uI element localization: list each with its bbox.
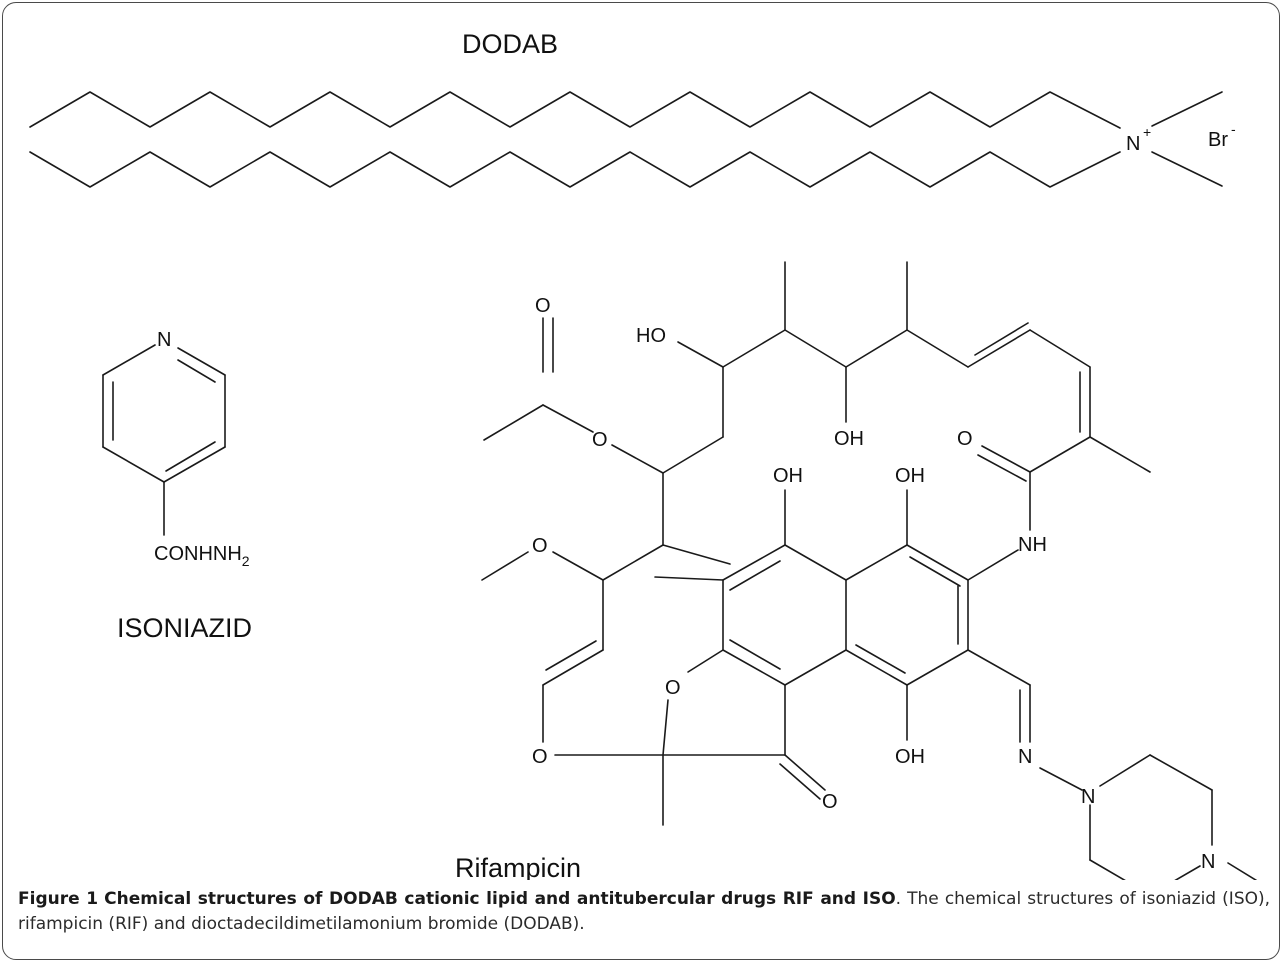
atom-n-imine: N xyxy=(1018,746,1032,768)
isoniazid-ring-nitrogen: N xyxy=(157,329,171,351)
atom-oh-naph-1: OH xyxy=(773,465,803,487)
caption-title: Chemical structures of DODAB cationic li… xyxy=(104,889,896,909)
atom-o-ester: O xyxy=(592,429,608,451)
isoniazid-structure: N CONHNH2 ISONIAZID xyxy=(102,329,252,643)
chemical-structures-diagram: DODAB N + Br - N CONHNH2 ISONIAZID xyxy=(29,29,1258,880)
isoniazid-substituent: CONHNH2 xyxy=(154,543,250,569)
atom-oh-mid: OH xyxy=(834,428,864,450)
caption-text: . The chemical structures of isoniazid (… xyxy=(18,889,1271,934)
dodab-chain-lower xyxy=(29,151,1121,188)
atom-o-carbonyl-top: O xyxy=(535,295,551,317)
isoniazid-name: ISONIAZID xyxy=(117,613,252,643)
figure-caption: Figure 1 Chemical structures of DODAB ca… xyxy=(18,887,1270,937)
atom-o-ketone: O xyxy=(822,791,838,813)
atom-oh-naph-2: OH xyxy=(895,465,925,487)
atom-o-furan: O xyxy=(665,677,681,699)
atom-n-piperazine-1: N xyxy=(1081,786,1095,808)
atom-oh-bottom: OH xyxy=(895,746,925,768)
atom-ho-top: HO xyxy=(636,325,666,347)
atom-o-methoxy: O xyxy=(532,535,548,557)
atom-nh: NH xyxy=(1018,534,1047,556)
rifampicin-name: Rifampicin xyxy=(455,853,581,880)
rifampicin-structure: O O HO OH O NH OH OH O O O OH O N N N Ri… xyxy=(455,261,1258,880)
dodab-methyl-1 xyxy=(1151,91,1223,127)
atom-o-amide: O xyxy=(957,428,973,450)
dodab-nitrogen-charge: + xyxy=(1143,124,1151,140)
atom-n-piperazine-2: N xyxy=(1201,851,1215,873)
dodab-chain-upper xyxy=(29,91,1121,129)
atom-o-ring: O xyxy=(532,746,548,768)
dodab-methyl-2 xyxy=(1151,151,1223,187)
dodab-structure: DODAB N + Br - xyxy=(29,29,1236,188)
dodab-counterion-charge: - xyxy=(1231,121,1236,137)
dodab-counterion: Br xyxy=(1208,129,1228,151)
dodab-name: DODAB xyxy=(462,29,558,59)
caption-label: Figure 1 xyxy=(18,889,99,909)
dodab-nitrogen: N xyxy=(1126,133,1140,155)
